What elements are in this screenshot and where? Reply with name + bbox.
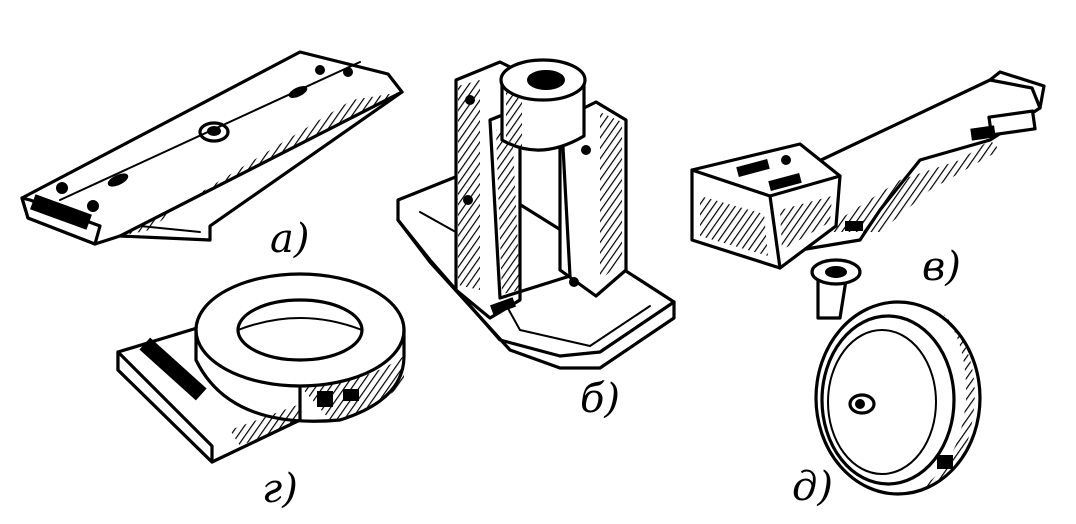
part-g-ring bbox=[116, 272, 406, 464]
label-g: г) bbox=[262, 466, 298, 512]
part-v-lever bbox=[690, 70, 1046, 270]
label-b: б) bbox=[580, 376, 620, 422]
part-a-bracket bbox=[20, 50, 404, 246]
part-d-wheel bbox=[810, 258, 982, 496]
label-d: д) bbox=[792, 464, 833, 510]
label-v: в) bbox=[922, 244, 961, 290]
part-b-housing bbox=[396, 58, 676, 370]
label-a: а) bbox=[270, 216, 309, 262]
